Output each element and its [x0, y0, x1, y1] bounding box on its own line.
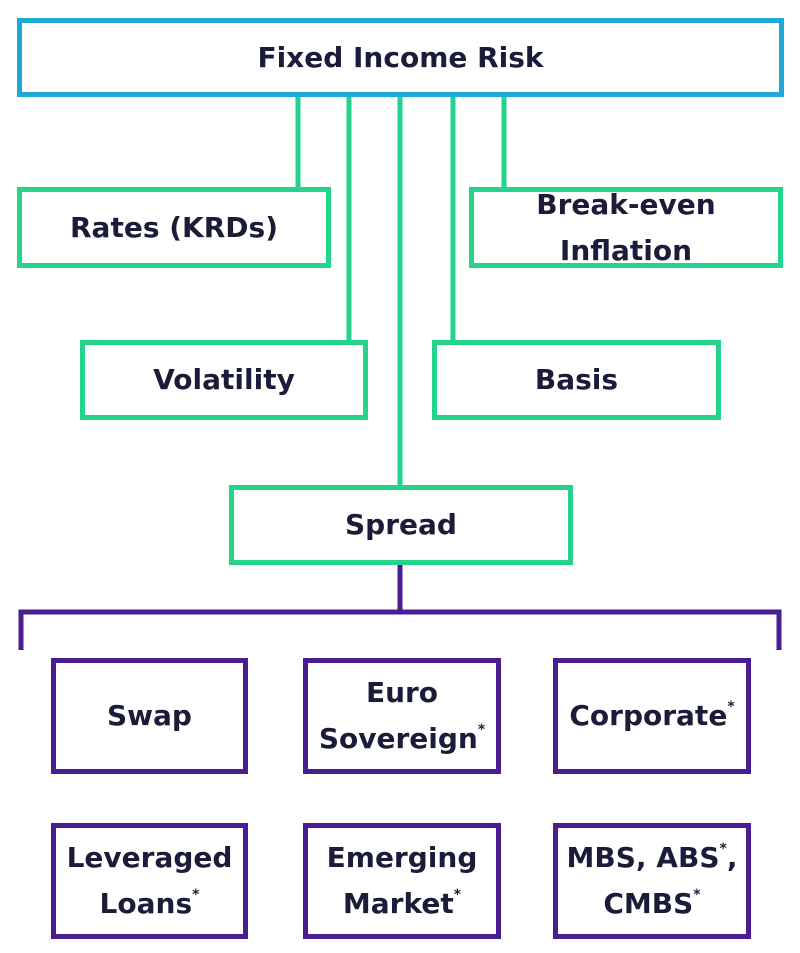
node-mbs-abs-cmbs-label: MBS, ABS*, CMBS* — [567, 835, 738, 927]
node-mbs-abs-cmbs-line1-suffix: , — [726, 841, 738, 874]
node-emerging-market-label: Emerging Market* — [327, 835, 478, 927]
node-corporate-line1: Corporate — [569, 699, 728, 732]
node-rates: Rates (KRDs) — [17, 187, 331, 268]
asterisk: * — [693, 887, 701, 903]
node-mbs-abs-cmbs: MBS, ABS*, CMBS* — [553, 823, 751, 939]
node-leveraged-loans-label: Leveraged Loans* — [67, 835, 233, 927]
node-mbs-abs-cmbs-line2: CMBS — [603, 887, 694, 920]
node-emerging-market-line2: Market — [342, 887, 454, 920]
node-euro-sovereign-line2: Sovereign — [318, 722, 478, 755]
node-leveraged-loans-line1: Leveraged — [66, 841, 233, 874]
asterisk: * — [453, 887, 462, 903]
node-swap: Swap — [51, 658, 248, 774]
node-spread: Spread — [229, 485, 573, 565]
asterisk: * — [477, 722, 486, 738]
node-swap-line1: Swap — [107, 699, 192, 732]
node-emerging-market-line1: Emerging — [326, 841, 478, 874]
node-basis-label: Basis — [534, 363, 619, 396]
asterisk: * — [727, 699, 735, 715]
node-leveraged-loans: Leveraged Loans* — [51, 823, 248, 939]
node-basis: Basis — [432, 340, 721, 420]
node-euro-sovereign: Euro Sovereign* — [303, 658, 501, 774]
node-euro-sovereign-line1: Euro — [365, 676, 439, 709]
node-leveraged-loans-line2: Loans — [99, 887, 193, 920]
node-rates-label: Rates (KRDs) — [69, 210, 278, 244]
asterisk: * — [719, 841, 727, 857]
node-emerging-market: Emerging Market* — [303, 823, 501, 939]
node-break-even-inflation-label: Break-even Inflation — [536, 187, 716, 267]
node-volatility: Volatility — [80, 340, 368, 420]
bracket-spread-children — [18, 609, 782, 650]
node-swap-label: Swap — [107, 693, 192, 739]
root-node-fixed-income-risk: Fixed Income Risk — [17, 18, 784, 97]
node-spread-label: Spread — [345, 508, 457, 541]
node-corporate: Corporate* — [553, 658, 751, 774]
asterisk: * — [192, 887, 200, 903]
node-mbs-abs-cmbs-line1: MBS, ABS — [566, 841, 720, 874]
node-break-even-inflation: Break-even Inflation — [469, 187, 783, 268]
node-volatility-label: Volatility — [153, 363, 295, 396]
node-euro-sovereign-label: Euro Sovereign* — [319, 670, 485, 762]
root-node-label: Fixed Income Risk — [257, 40, 544, 74]
node-corporate-label: Corporate* — [569, 693, 734, 739]
